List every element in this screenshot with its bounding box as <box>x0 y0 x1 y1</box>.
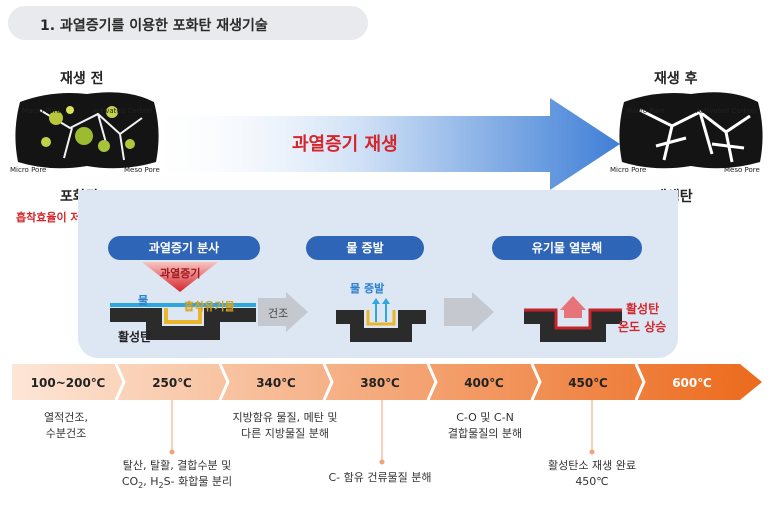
before-title: 재생 전 <box>60 71 104 87</box>
temp-2: 250℃ <box>152 376 192 390</box>
evap-label: 물 증발 <box>350 282 385 295</box>
after-micro-pore-label: Micro Pore <box>610 166 647 174</box>
temp-3: 340℃ <box>256 376 296 390</box>
temp-7: 600℃ <box>672 376 712 390</box>
step-1-title: 과열증기 분사 <box>108 236 260 260</box>
desc-fat-decomposition: 지방함유 물질, 메탄 및 다른 지방물질 분해 <box>232 411 338 440</box>
saturated-carbon-image <box>15 92 159 169</box>
after-macro-pore-label: Macro Pore <box>626 107 665 115</box>
after-activated-carbon-label: Activated Carbon <box>696 107 757 115</box>
temp-6: 450℃ <box>568 376 608 390</box>
before-activated-carbon-label: Activated Carbon <box>92 107 153 115</box>
temperature-bar <box>12 364 762 400</box>
dry-label: 건조 <box>268 307 289 320</box>
organic-label: 흡착유기물 <box>184 300 235 313</box>
desc-co-cn: C-O 및 C-N 결합물질의 분해 <box>447 411 523 440</box>
connector-arrow-1 <box>258 292 308 332</box>
water-label: 물 <box>138 294 149 307</box>
step-2-carbon-pore <box>336 298 426 342</box>
step-3-carbon-pore <box>524 296 622 342</box>
section-header <box>8 6 368 40</box>
after-meso-pore-label: Meso Pore <box>724 166 760 174</box>
connector-arrow-2 <box>444 292 494 332</box>
before-macro-pore-label: Macro Pore <box>22 107 61 115</box>
steam-label: 과열증기 <box>160 267 201 280</box>
desc-regeneration-complete: 활성탄소 재생 완료 450℃ <box>548 459 636 488</box>
desc-carbonization: C- 함유 건류물질 분해 <box>328 471 432 484</box>
leader-lines <box>169 400 595 465</box>
carbon-label: 활성탄 <box>118 330 152 344</box>
step-1-carbon-pore <box>110 303 256 340</box>
before-meso-pore-label: Meso Pore <box>124 166 160 174</box>
main-process-arrow <box>150 98 620 190</box>
temp-5: 400℃ <box>464 376 504 390</box>
before-micro-pore-label: Micro Pore <box>10 166 47 174</box>
temp-1: 100~200℃ <box>30 376 106 390</box>
temp-4: 380℃ <box>360 376 400 390</box>
rise-label-1: 활성탄 <box>626 302 660 316</box>
desc-deacidification: 탈산, 탈활, 결합수분 및 CO2, H2S- 화합물 분리 <box>121 459 233 491</box>
after-title: 재생 후 <box>654 71 698 87</box>
main-arrow-label: 과열증기 재생 <box>292 134 398 155</box>
desc-drying: 열적건조, 수분건조 <box>44 411 88 440</box>
section-title: 1. 과열증기를 이용한 포화탄 재생기술 <box>40 18 268 34</box>
step-2-title: 물 증발 <box>306 236 424 260</box>
regenerated-carbon-image <box>619 92 763 169</box>
step-3-title: 유기물 열분해 <box>492 236 642 260</box>
steam-down-arrow-icon <box>142 262 218 292</box>
rise-label-2: 온도 상승 <box>618 320 667 334</box>
